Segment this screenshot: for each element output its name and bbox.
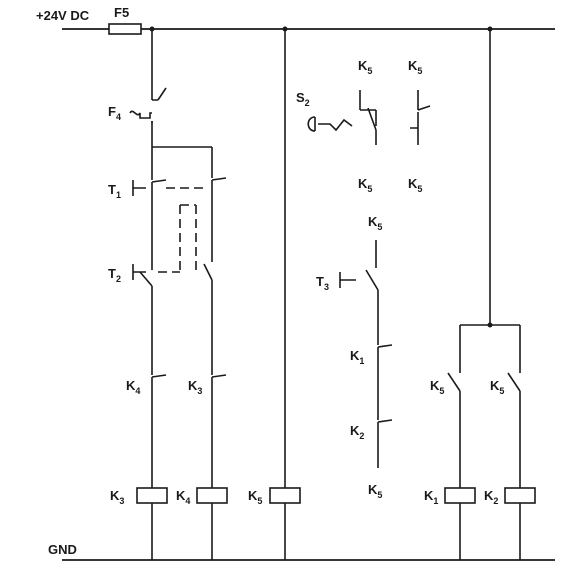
contact-k5-col4-top-label: K5: [358, 58, 372, 76]
breaker-f4-label: F4: [108, 104, 121, 122]
ground-label: GND: [48, 542, 77, 557]
contact-k3-col2-label: K3: [188, 378, 202, 396]
ground-rail: GND: [48, 542, 555, 561]
button-t1: T1: [108, 180, 146, 200]
column-2-wiring: [203, 147, 227, 560]
limit-switch-s2: S2: [296, 90, 353, 132]
coil-k5-label: K5: [248, 488, 262, 506]
button-t3: T3: [316, 272, 356, 292]
button-t2-label: T2: [108, 266, 121, 284]
contact-k5-col4-lower-label: K5: [368, 482, 382, 500]
contact-k5-col5-bottom-label: K5: [408, 176, 422, 194]
contact-k2-col4: K2: [350, 423, 364, 441]
contact-k5-col5-bottom: K5: [408, 176, 422, 194]
supply-label: +24V DC: [36, 8, 90, 23]
contact-k4-col1-label: K4: [126, 378, 140, 396]
coil-k3: K3: [110, 487, 168, 506]
contact-k5-col4-upper: K5: [368, 214, 382, 232]
contact-k2-col4-label: K2: [350, 423, 364, 441]
button-t3-label: T3: [316, 274, 329, 292]
contact-k5-col7: K5: [490, 378, 504, 396]
coil-k1: K1: [424, 487, 476, 506]
contact-k5-col5-top: K5: [408, 58, 422, 76]
right-branch-wiring: [447, 26, 521, 560]
coil-k2-label: K2: [484, 488, 498, 506]
contact-k5-col4-bottom: K5: [358, 176, 372, 194]
button-t1-label: T1: [108, 182, 121, 200]
coil-k1-label: K1: [424, 488, 438, 506]
contact-k5-col4-bottom-label: K5: [358, 176, 372, 194]
fuse-f5: F5: [108, 5, 142, 35]
column-5-wiring: [410, 90, 431, 145]
contact-k5-col6: K5: [430, 378, 444, 396]
contact-k1-col4: K1: [350, 348, 364, 366]
fuse-label: F5: [114, 5, 129, 20]
contact-k5-col7-label: K5: [490, 378, 504, 396]
mechanical-linkage: [158, 187, 204, 273]
contact-k5-col5-top-label: K5: [408, 58, 422, 76]
contact-k1-col4-label: K1: [350, 348, 364, 366]
column-1-wiring: [129, 26, 212, 560]
coil-k3-label: K3: [110, 488, 124, 506]
coil-k4-label: K4: [176, 488, 190, 506]
column-3-wiring: [282, 26, 288, 560]
coil-k5: K5: [248, 487, 301, 506]
breaker-f4-text: F4: [108, 104, 121, 122]
coil-k2: K2: [484, 487, 536, 506]
column-4-wiring: [359, 90, 393, 468]
contact-k3-col2: K3: [188, 378, 202, 396]
limit-switch-s2-label: S2: [296, 90, 310, 108]
button-t2: T2: [108, 264, 146, 284]
contact-k5-col6-label: K5: [430, 378, 444, 396]
contact-k5-col4-upper-label: K5: [368, 214, 382, 232]
coil-k4: K4: [176, 487, 228, 506]
contact-k5-col4-lower: K5: [368, 482, 382, 500]
contact-k5-col4-top: K5: [358, 58, 372, 76]
supply-rail: +24V DC: [36, 8, 555, 30]
contact-k4-col1: K4: [126, 378, 140, 396]
